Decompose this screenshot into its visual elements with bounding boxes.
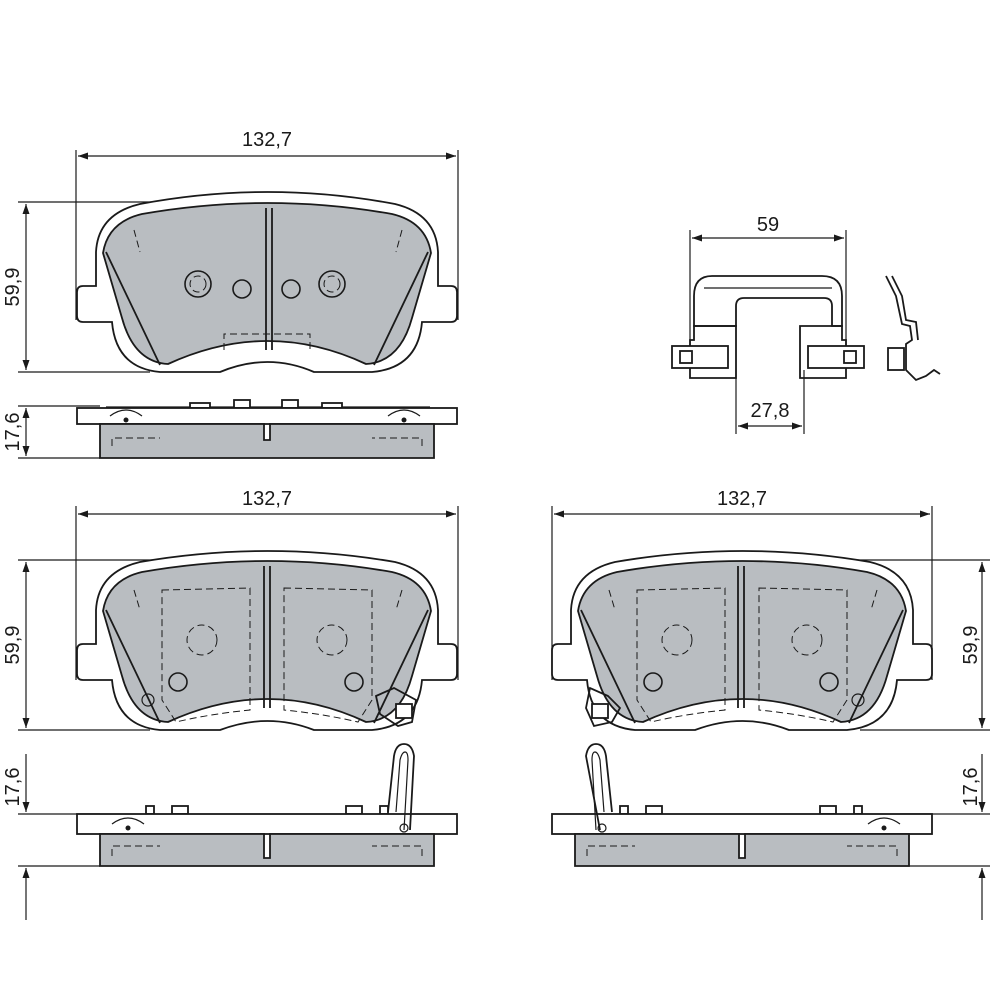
top-hole-1 — [184, 270, 212, 298]
top-hole-3 — [281, 279, 301, 299]
top-height-label: 59,9 — [2, 268, 24, 307]
bottom-left-width-label: 132,7 — [242, 488, 292, 510]
bottom-right-side-backing-plate — [551, 813, 933, 835]
bottom-left-height-label: 59,9 — [2, 626, 24, 665]
bottom-left-thickness-label: 17,6 — [2, 768, 24, 807]
top-width-label: 132,7 — [242, 129, 292, 151]
top-side-friction-material — [99, 423, 435, 459]
bottom-left-hole-1 — [168, 672, 188, 692]
bottom-left-pad-front-view: 132,7 59,9 — [2, 488, 459, 731]
clip-body — [693, 275, 843, 327]
spring-clip-view: 59 27,8 — [671, 214, 941, 434]
bottom-right-pad-side-view: 17,6 — [551, 743, 990, 920]
bottom-left-wear-sensor — [374, 686, 418, 727]
bottom-right-thickness-label: 17,6 — [960, 768, 982, 807]
spring-wire — [885, 275, 941, 382]
bottom-right-side-friction-material — [574, 833, 910, 867]
bottom-left-pad-side-view: 17,6 — [2, 743, 458, 920]
bottom-right-wear-sensor — [585, 686, 622, 728]
bottom-right-width-label: 132,7 — [717, 488, 767, 510]
bottom-left-friction-material — [102, 560, 432, 723]
bottom-left-side-friction-material — [99, 833, 435, 867]
top-thickness-label: 17,6 — [2, 413, 24, 452]
bottom-right-sensor-clip — [585, 743, 613, 831]
top-side-backing-plate — [76, 407, 458, 425]
bottom-right-hole-2 — [819, 672, 839, 692]
top-friction-material — [102, 202, 432, 365]
top-hole-4 — [318, 270, 346, 298]
bottom-right-friction-material — [577, 560, 907, 723]
bottom-right-hole-1 — [643, 672, 663, 692]
top-hole-2 — [232, 279, 252, 299]
bottom-left-side-backing-plate — [76, 813, 458, 835]
clip-width-label: 59 — [757, 214, 779, 236]
top-pad-front-view: 132,7 59,9 — [2, 129, 459, 373]
bottom-left-hole-2 — [344, 672, 364, 692]
bottom-right-pad-front-view: 132,7 59,9 — [551, 488, 990, 731]
clip-inner-label: 27,8 — [751, 400, 790, 422]
bottom-left-sensor-clip — [387, 743, 415, 831]
bottom-right-height-label: 59,9 — [960, 626, 982, 665]
top-pad-side-view: 17,6 — [2, 399, 458, 459]
